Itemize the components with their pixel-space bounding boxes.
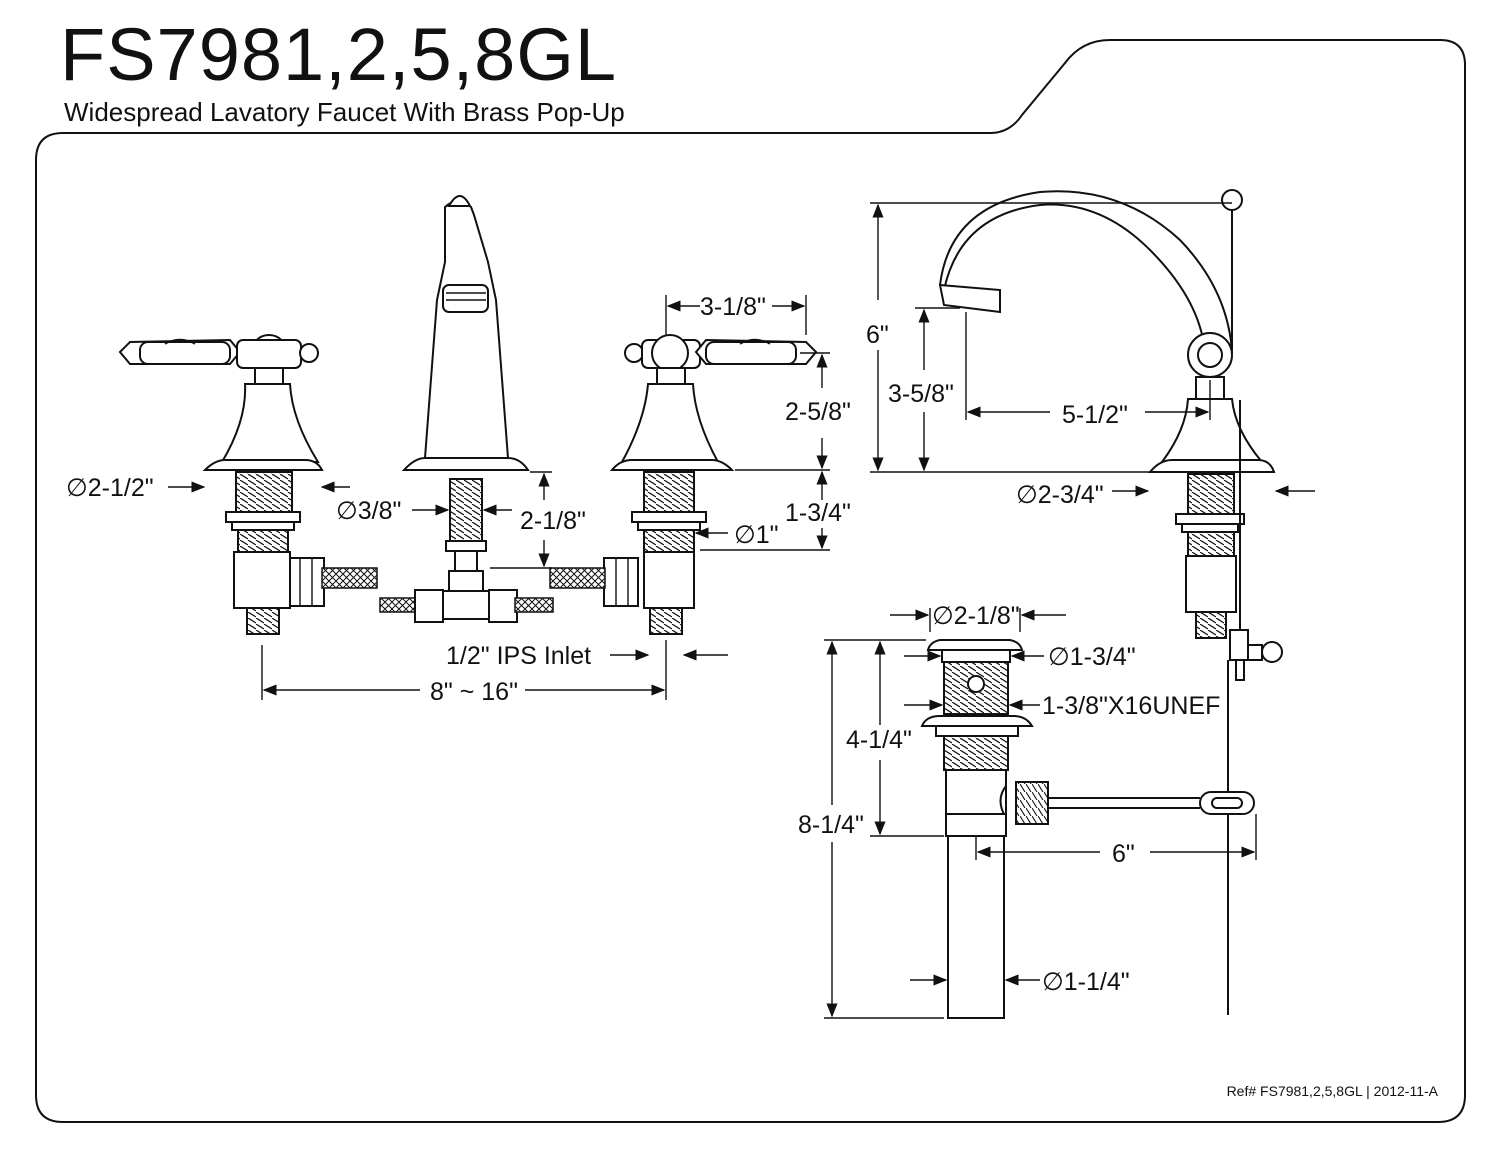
dim-handle-width: 3-1/8" <box>700 293 766 321</box>
dim-center-spread: 8" ~ 16" <box>430 678 518 706</box>
right-valve <box>549 334 818 635</box>
dim-spout-shank: ∅3/8" <box>336 497 401 525</box>
nut-left-lower <box>414 589 444 623</box>
side-dimensions <box>870 202 1315 497</box>
dim-rod-length: 6" <box>1112 840 1135 868</box>
dim-tail-diameter: ∅1-1/4" <box>1042 968 1130 996</box>
drawing-title: FS7981,2,5,8GL <box>60 13 618 96</box>
dim-thread: 1-3/8"X16UNEF <box>1042 692 1220 720</box>
dim-inlet: 1/2" IPS Inlet <box>446 642 591 670</box>
lift-rod-knob <box>1221 189 1243 211</box>
popup-drain: ∅2-1/8" ∅1-3/4" 1-3/8"X16UNEF 4-1/4" 8-1… <box>798 602 1257 1019</box>
dim-spout-reach: 5-1/2" <box>1062 401 1128 429</box>
drain-dimensions <box>824 608 1257 1019</box>
dim-flange-inner: ∅1-3/4" <box>1048 643 1136 671</box>
dim-base-diameter: ∅2-1/2" <box>66 474 154 502</box>
dim-spout-shank-length: 2-1/8" <box>520 507 586 535</box>
dim-shank-length: 1-3/4" <box>785 499 851 527</box>
nut-right-lower <box>488 589 518 623</box>
dim-side-base-diameter: ∅2-3/4" <box>1016 481 1104 509</box>
spout <box>401 195 530 620</box>
side-spout <box>938 190 1234 353</box>
dim-flange-outer: ∅2-1/8" <box>932 602 1020 630</box>
dim-handle-height: 2-5/8" <box>785 398 851 426</box>
drawing-subtitle: Widespread Lavatory Faucet With Brass Po… <box>64 97 625 127</box>
front-dimensions <box>168 295 830 700</box>
frame-border <box>35 39 1466 1123</box>
dim-body-height: 4-1/4" <box>846 726 912 754</box>
hose-left-lower <box>379 597 419 613</box>
dim-shank-diameter: ∅1" <box>734 521 779 549</box>
left-valve <box>118 334 378 635</box>
dim-spout-clearance: 3-5/8" <box>888 380 954 408</box>
dim-side-height: 6" <box>866 321 889 349</box>
front-view: 3-1/8" 2-5/8" ∅2-1/2" ∅3/8" 2-1/8" 1-3/4… <box>66 195 851 706</box>
side-view: 6" 3-5/8" 5-1/2" ∅2-3/4" <box>866 189 1315 1015</box>
hose-right-lower <box>514 597 554 613</box>
dim-total-height: 8-1/4" <box>798 811 864 839</box>
reference-number: Ref# FS7981,2,5,8GL | 2012-11-A <box>1226 1083 1438 1099</box>
